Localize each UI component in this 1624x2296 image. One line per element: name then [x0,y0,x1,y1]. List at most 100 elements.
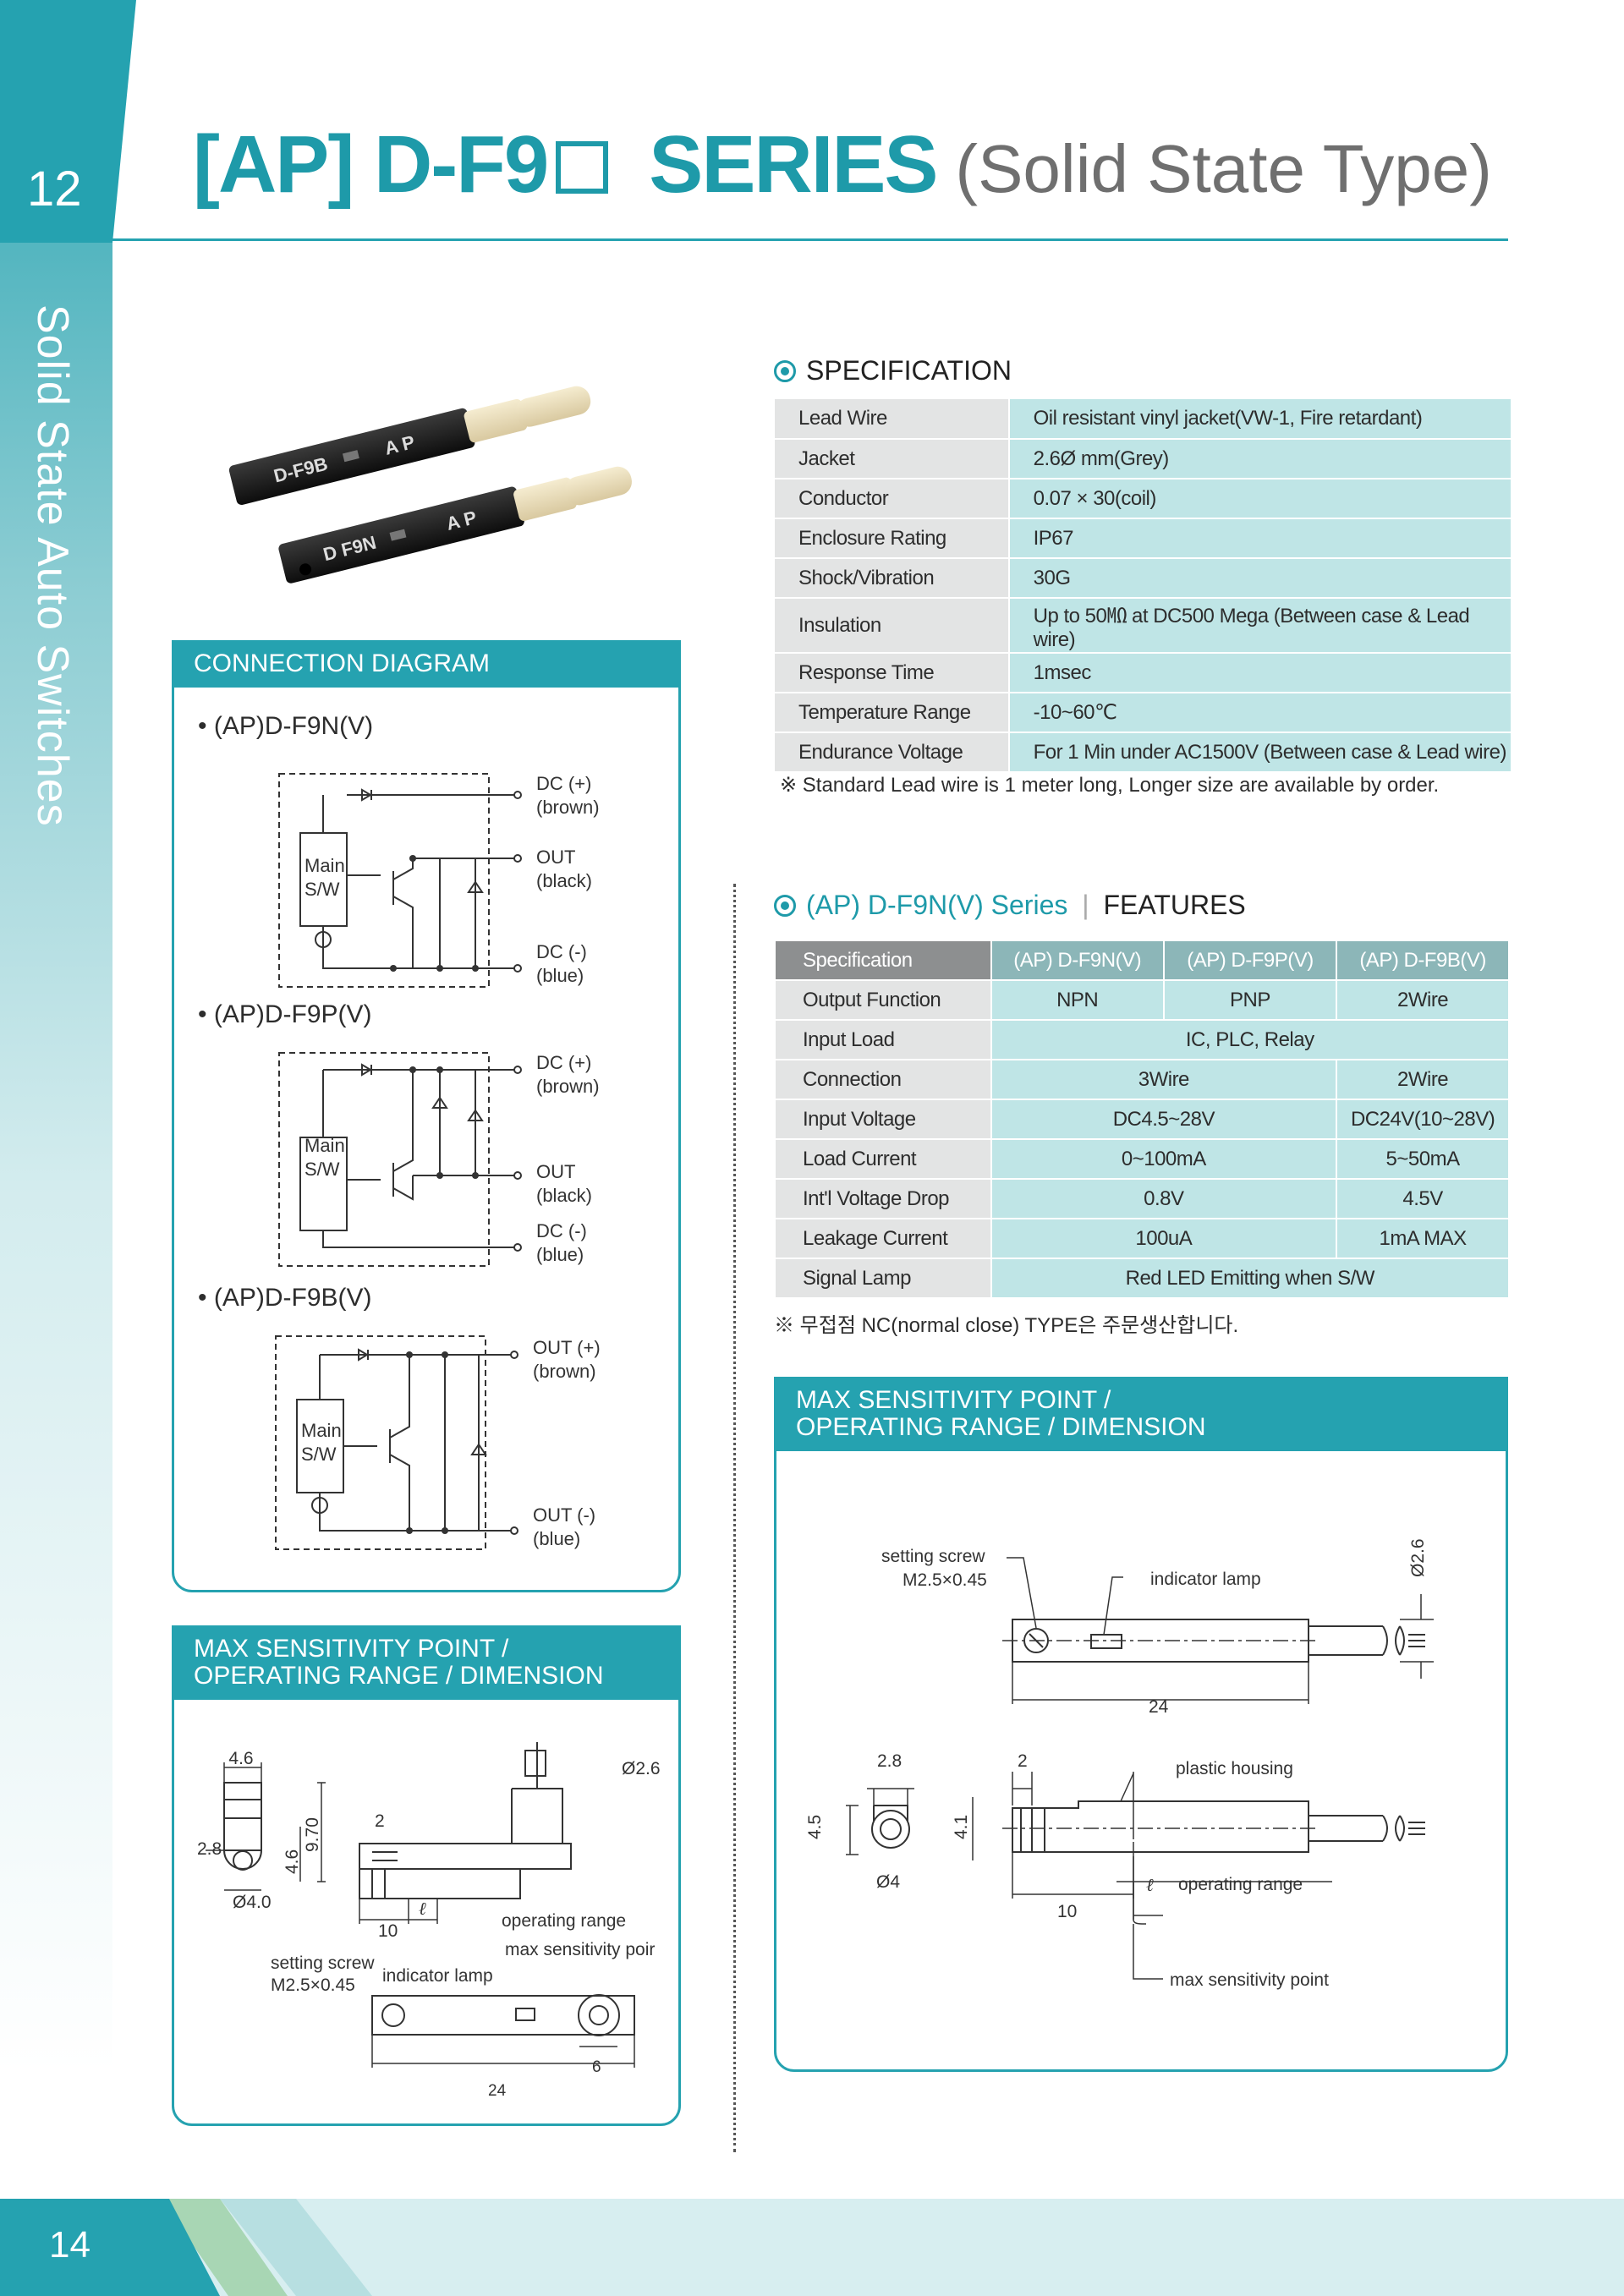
cell: 100uA [990,1218,1338,1259]
f9n-wire-out: OUT(black) [536,846,592,893]
section-label: Solid State Auto Switches [28,304,77,827]
dim-indicator-lamp: indicator lamp [1150,1570,1261,1589]
table-row: Output Function NPN PNP 2Wire [774,979,1510,1021]
wire-color: (black) [536,1185,593,1206]
dim-twentyfour: 24 [1149,1697,1169,1717]
dim-ten: 10 [378,1921,398,1941]
dim-indicator-lamp: indicator lamp [382,1966,493,1986]
dim-max-sensitivity: max sensitivity point [1170,1970,1329,1990]
spec-key: Endurance Voltage [775,732,1009,773]
features-header-row: Specification (AP) D-F9N(V) (AP) D-F9P(V… [774,940,1510,981]
table-row: Input Voltage DC4.5~28V DC24V(10~28V) [774,1099,1510,1140]
title-series: SERIES [649,119,938,210]
spec-key: Enclosure Rating [775,518,1009,559]
row-label: Leakage Current [774,1218,992,1259]
f9n-wire-dc-plus: DC (+)(brown) [536,772,600,819]
cell: 3Wire [990,1059,1338,1100]
dim-operating-range: operating range [1178,1875,1303,1894]
title-subtitle: (Solid State Type) [955,131,1492,206]
cell: NPN [990,979,1165,1021]
diagram-f9n-title: • (AP)D-F9N(V) [198,712,374,740]
header-specification: Specification [774,940,992,981]
cell: 2Wire [1336,979,1510,1021]
circuit-f9n [278,773,522,988]
spec-key: Response Time [775,653,1009,693]
f9b-wire-out-plus: OUT (+)(brown) [533,1336,601,1384]
column-divider [733,884,736,2152]
cell: 4.5V [1336,1178,1510,1219]
wire-name: OUT [536,1161,576,1182]
dim-d4: Ø4 [876,1872,900,1892]
spec-value: 0.07 × 30(coil) [1007,479,1511,519]
cell: Red LED Emitting when S/W [990,1258,1511,1299]
dim-h970: 9.70 [303,1817,322,1852]
circuit-f9p [278,1052,522,1267]
row-label: Input Voltage [774,1099,992,1140]
dim-d40: Ø4.0 [233,1893,272,1912]
dim-h46: 4.6 [283,1849,302,1874]
switch-bottom: D F9N A P [278,466,632,584]
dim-setting-screw: setting screw [271,1954,375,1973]
dimension-panel-right-title: MAX SENSITIVITY POINT / OPERATING RANGE … [774,1377,1508,1451]
connection-diagram-panel: CONNECTION DIAGRAM [172,640,681,1592]
header-f9n: (AP) D-F9N(V) [990,940,1165,981]
title-placeholder-box [556,141,609,194]
wire-color: (brown) [536,1076,600,1097]
cell: 0~100mA [990,1138,1338,1180]
wire-name: DC (-) [536,1220,587,1241]
dim-ell: ℓ [419,1899,426,1919]
f9p-wire-dc-plus: DC (+) (brown) [536,1051,600,1099]
title-rule [112,238,1508,241]
connection-diagram-title: CONNECTION DIAGRAM [172,640,681,688]
title-line-2: OPERATING RANGE / DIMENSION [194,1662,604,1690]
table-row: Leakage Current 100uA 1mA MAX [774,1218,1510,1259]
cell: DC4.5~28V [990,1099,1338,1140]
wire-color: (blue) [533,1528,581,1549]
row-label: Output Function [774,979,992,1021]
wire-name: DC (+) [536,773,592,794]
header-f9p: (AP) D-F9P(V) [1162,940,1338,981]
dim-screw-size: M2.5×0.45 [903,1570,987,1590]
dim-d26: Ø2.6 [1408,1538,1428,1577]
diagram-f9p-title: • (AP)D-F9P(V) [198,1000,372,1028]
f9n-wire-dc-minus: DC (-)(blue) [536,940,587,988]
features-series: (AP) D-F9N(V) Series [806,890,1068,920]
wire-color: (black) [536,870,593,891]
features-table: Specification (AP) D-F9N(V) (AP) D-F9P(V… [774,940,1511,1299]
wire-name: DC (+) [536,1052,592,1073]
dim-max-sensitivity: max sensitivity poir [505,1940,655,1959]
cell: PNP [1162,979,1338,1021]
table-row: Load Current 0~100mA 5~50mA [774,1138,1510,1180]
dim-twentyfour: 24 [488,2082,507,2100]
switch-top: D-F9B A P [228,386,591,506]
table-row: Input Load IC, PLC, Relay [774,1019,1511,1060]
target-icon [774,360,796,382]
specification-note: ※ Standard Lead wire is 1 meter long, Lo… [780,774,1440,797]
dim-h45: 4.5 [805,1815,825,1839]
cell: 2Wire [1336,1059,1510,1100]
header-f9b: (AP) D-F9B(V) [1336,940,1510,981]
sw-label: S/W [301,1444,337,1465]
spec-key: Lead Wire [775,399,1009,440]
dimension-drawing-right: setting screw M2.5×0.45 indicator lamp Ø… [805,1538,1434,1990]
spec-value: -10~60℃ [1007,693,1511,733]
title-line-1: MAX SENSITIVITY POINT / [796,1386,1111,1414]
spec-value: 1msec [1007,653,1511,693]
spec-value: 2.6Ø mm(Grey) [1007,439,1511,479]
wire-color: (brown) [533,1361,596,1382]
cell: 1mA MAX [1336,1218,1510,1259]
row-label: Connection [774,1059,992,1100]
spec-value: IP67 [1007,518,1511,559]
spec-key: Conductor [775,479,1009,519]
spec-value: Oil resistant vinyl jacket(VW-1, Fire re… [1007,399,1511,440]
dim-two: 2 [1018,1751,1028,1771]
sw-label: S/W [304,1159,340,1180]
spec-key: Insulation [775,598,1009,654]
target-icon [774,895,796,917]
dimension-panel-right: MAX SENSITIVITY POINT / OPERATING RANGE … [774,1377,1508,2072]
